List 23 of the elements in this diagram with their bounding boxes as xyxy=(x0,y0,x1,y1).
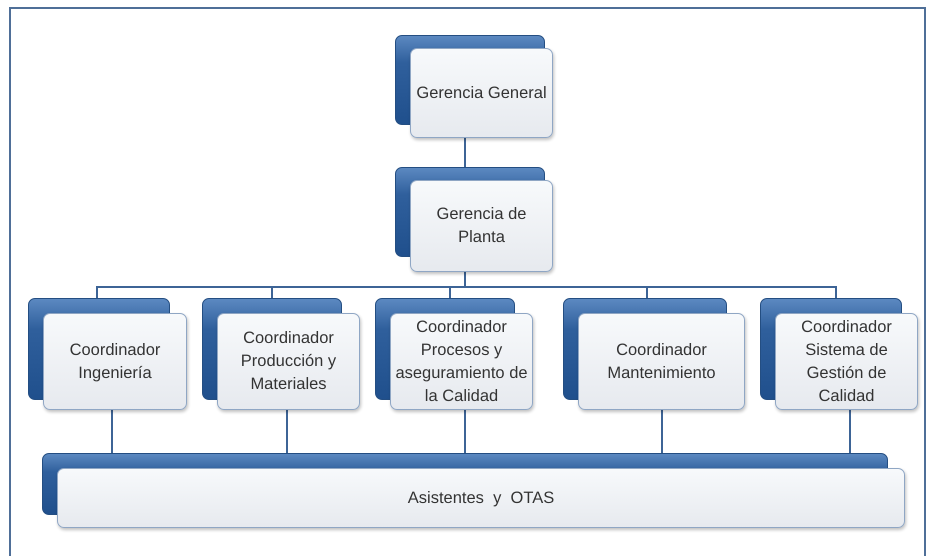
box-label: Asistentes y OTAS xyxy=(406,488,556,508)
box-label: Coordinador Procesos y aseguramiento de la Calidad xyxy=(394,316,529,406)
org-chart-box xyxy=(42,453,905,528)
box-label: Coordinador Mantenimiento xyxy=(606,340,717,384)
box-label: Coordinador Ingeniería xyxy=(68,340,162,384)
org-chart-box xyxy=(375,298,533,410)
box-label: Coordinador Sistema de Gestión de Calidad xyxy=(800,316,893,406)
org-chart-box xyxy=(395,35,553,138)
box-label: Gerencia General xyxy=(415,82,548,104)
connector-line xyxy=(464,138,466,167)
connector-line xyxy=(464,410,466,453)
connector-line xyxy=(849,410,851,453)
connector-line xyxy=(286,410,288,453)
box-label: Coordinador Producción y Materiales xyxy=(240,328,338,395)
box-label: Gerencia de Planta xyxy=(436,204,528,248)
connector-line xyxy=(111,410,113,453)
org-chart-box xyxy=(202,298,360,410)
connector-line xyxy=(464,272,837,298)
org-chart-box xyxy=(760,298,918,410)
connector-line xyxy=(661,410,663,453)
org-chart-box xyxy=(28,298,187,410)
org-chart-box xyxy=(563,298,745,410)
org-chart-box xyxy=(395,167,553,272)
